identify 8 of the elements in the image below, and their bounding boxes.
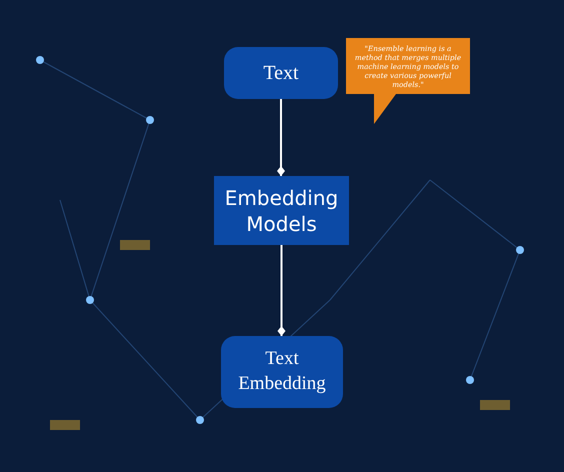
box-label: Embedding Models <box>224 184 340 236</box>
connector <box>277 99 285 176</box>
process-box <box>214 176 349 245</box>
connector <box>278 245 286 336</box>
process-box <box>224 47 338 99</box>
box-label: Text Embedding <box>237 347 327 396</box>
process-box <box>221 336 343 408</box>
box-label: Text <box>263 61 299 86</box>
